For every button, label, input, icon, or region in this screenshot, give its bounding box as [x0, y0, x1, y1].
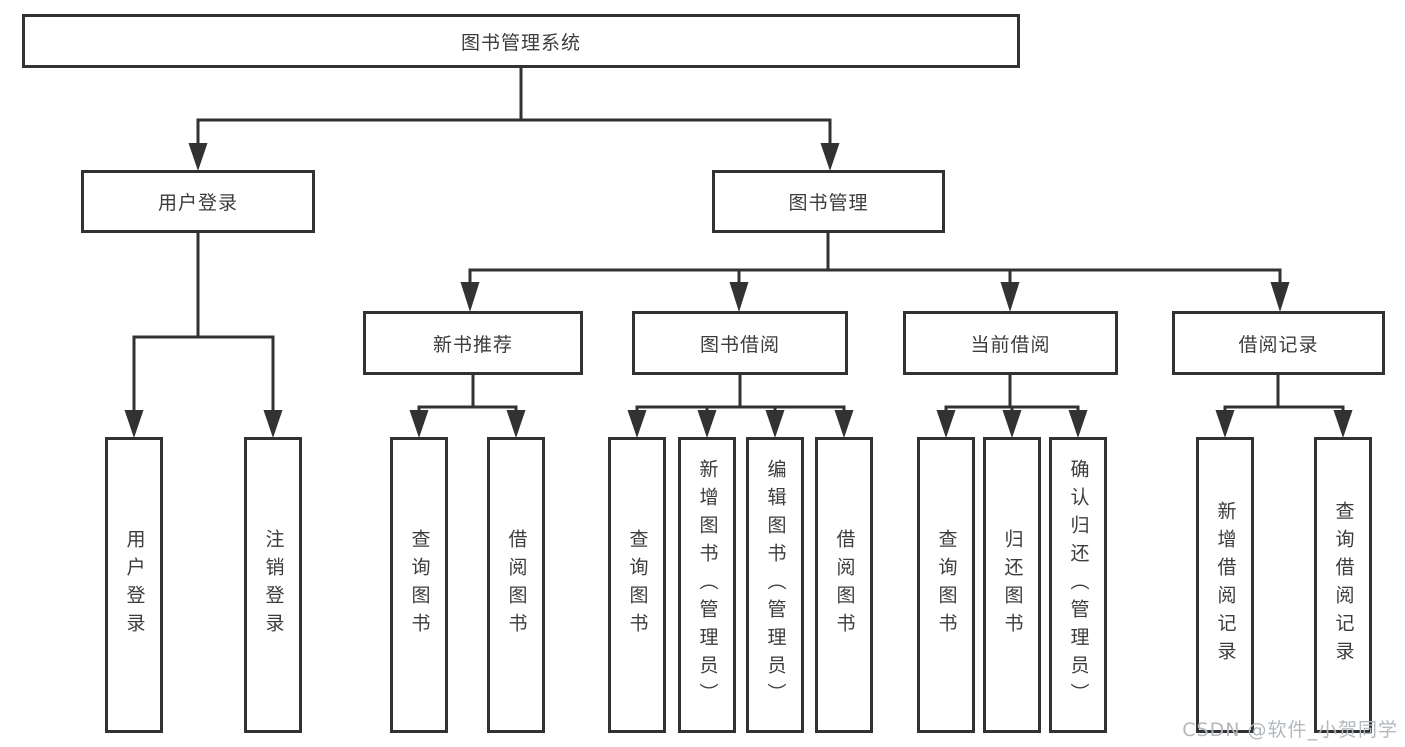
- leaf-edit-books-admin: 编辑图书（管理员）: [746, 437, 804, 733]
- node-borrow-records-label: 借阅记录: [1238, 333, 1319, 356]
- node-book-borrow: 图书借阅: [632, 311, 848, 375]
- leaf-user-login-label: 用户登录: [123, 529, 146, 641]
- leaf-return-books: 归还图书: [983, 437, 1041, 733]
- node-book-borrow-label: 图书借阅: [699, 333, 780, 356]
- node-library-system: 图书管理系统: [22, 14, 1020, 68]
- leaf-return-books-label: 归还图书: [1001, 529, 1024, 641]
- node-new-book-recommend: 新书推荐: [363, 311, 583, 375]
- leaf-user-login: 用户登录: [105, 437, 163, 733]
- leaf-query-books-recommend-label: 查询图书: [408, 529, 431, 641]
- node-library-system-label: 图书管理系统: [460, 31, 581, 54]
- leaf-query-books-borrow-label: 查询图书: [626, 529, 649, 641]
- node-borrow-records: 借阅记录: [1172, 311, 1385, 375]
- leaf-borrow-books-label: 借阅图书: [833, 529, 856, 641]
- leaf-query-books-current-label: 查询图书: [935, 529, 958, 641]
- node-book-management: 图书管理: [712, 170, 945, 233]
- leaf-add-books-admin-label: 新增图书（管理员）: [696, 459, 719, 711]
- leaf-borrow-books-recommend: 借阅图书: [487, 437, 545, 733]
- leaf-confirm-return-admin-label: 确认归还（管理员）: [1067, 459, 1090, 711]
- leaf-add-borrow-record-label: 新增借阅记录: [1214, 501, 1237, 669]
- leaf-borrow-books-recommend-label: 借阅图书: [505, 529, 528, 641]
- leaf-add-books-admin: 新增图书（管理员）: [678, 437, 736, 733]
- leaf-query-books-borrow: 查询图书: [608, 437, 666, 733]
- node-new-book-recommend-label: 新书推荐: [432, 333, 513, 356]
- leaf-query-borrow-record: 查询借阅记录: [1314, 437, 1372, 733]
- node-current-borrow: 当前借阅: [903, 311, 1118, 375]
- leaf-logout-label: 注销登录: [262, 529, 285, 641]
- node-user-login: 用户登录: [81, 170, 315, 233]
- leaf-borrow-books: 借阅图书: [815, 437, 873, 733]
- leaf-query-books-current: 查询图书: [917, 437, 975, 733]
- leaf-logout: 注销登录: [244, 437, 302, 733]
- node-current-borrow-label: 当前借阅: [970, 333, 1051, 356]
- leaf-confirm-return-admin: 确认归还（管理员）: [1049, 437, 1107, 733]
- node-user-login-label: 用户登录: [157, 192, 238, 214]
- leaf-add-borrow-record: 新增借阅记录: [1196, 437, 1254, 733]
- node-book-management-label: 图书管理: [788, 192, 869, 214]
- leaf-query-borrow-record-label: 查询借阅记录: [1332, 501, 1355, 669]
- leaf-query-books-recommend: 查询图书: [390, 437, 448, 733]
- leaf-edit-books-admin-label: 编辑图书（管理员）: [764, 459, 787, 711]
